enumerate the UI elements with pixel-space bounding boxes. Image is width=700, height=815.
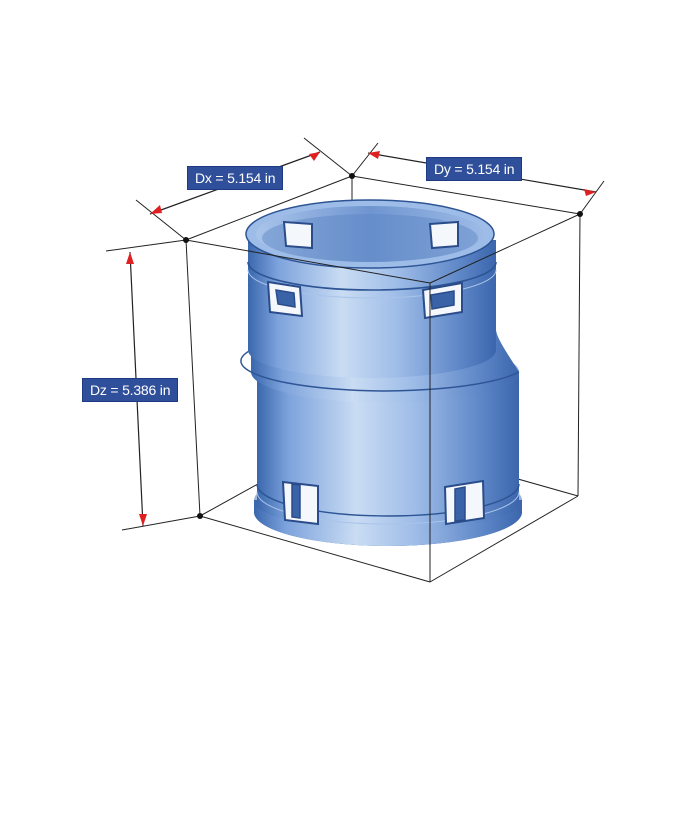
dimension-label-dz: Dz = 5.386 in [82,378,179,402]
bounding-box-vertex [183,173,583,519]
dimension-label-dx: Dx = 5.154 in [187,166,284,190]
bounding-box-front [105,137,605,583]
coupling-part-model[interactable] [240,199,522,546]
dimension-label-dy: Dy = 5.154 in [426,157,523,181]
